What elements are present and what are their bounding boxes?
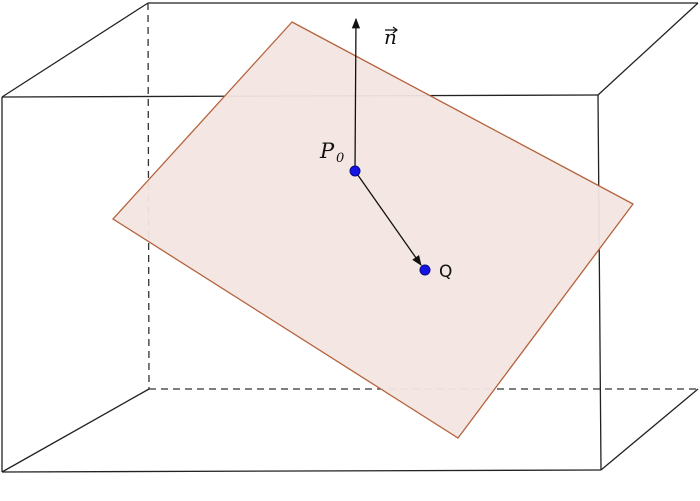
box-edge-front-right [597,94,602,471]
label-normal-vector: n [384,25,398,49]
box-edge-top-right [597,2,699,96]
label-p0-letter: P [319,139,335,163]
box-edge-front-bottom [1,469,602,473]
label-normal-letter: n [384,25,397,49]
plane [111,21,634,439]
point-q [419,264,431,276]
label-q: Q [439,262,452,282]
box-edge-top-left [1,2,149,98]
box-edge-bottom-right [600,388,699,471]
vector-p0-to-q [354,170,422,266]
box-edge-bottom-left [1,388,150,473]
label-p0: P 0 [319,139,344,166]
vector-accent-arrow [385,26,398,34]
label-p0-subscript: 0 [336,151,344,166]
normal-vector [351,17,361,172]
point-p0 [349,165,361,177]
